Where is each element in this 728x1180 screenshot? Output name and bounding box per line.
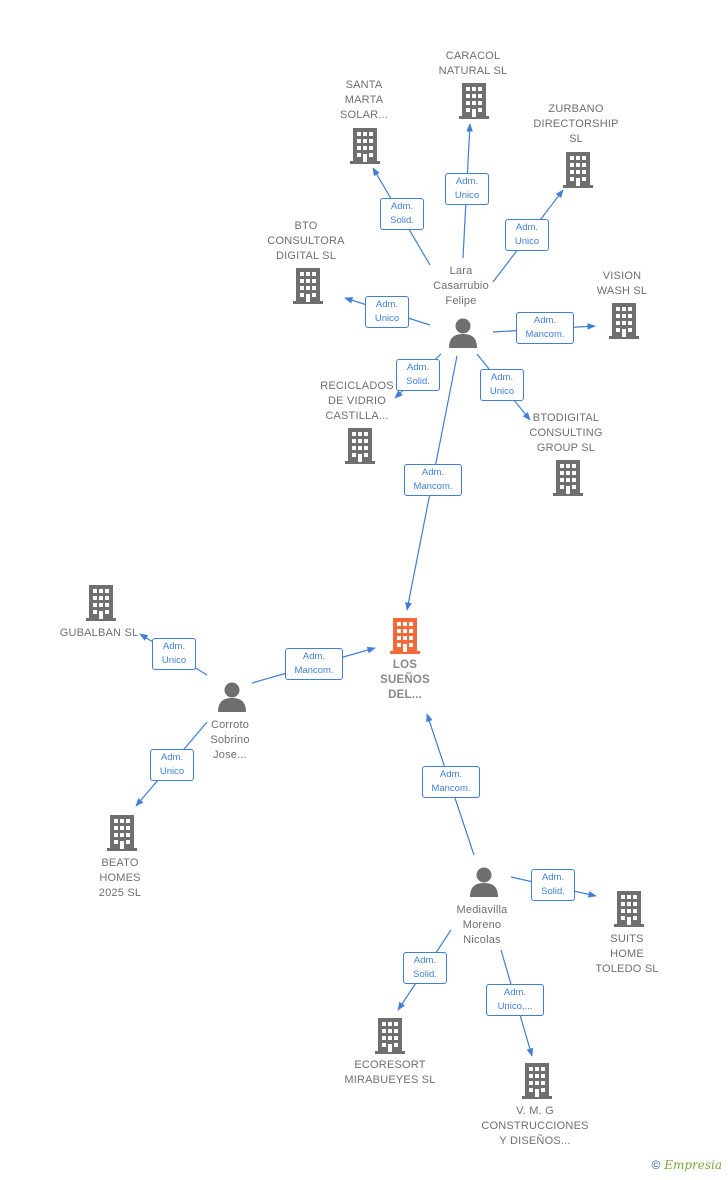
building-icon-caracol[interactable] bbox=[459, 83, 489, 119]
edge-label-lara-santamarta[interactable]: Adm. Solid. bbox=[380, 198, 424, 230]
company-node-main[interactable]: LOS SUEÑOS DEL... bbox=[345, 658, 465, 703]
building-icon-btodigital[interactable] bbox=[553, 460, 583, 496]
node-label[interactable]: ECORESORT MIRABUEYES SL bbox=[344, 1059, 436, 1086]
building-icon-reciclados[interactable] bbox=[345, 428, 375, 464]
person-icon-corroto[interactable] bbox=[218, 682, 246, 713]
company-node-zurbano[interactable]: ZURBANO DIRECTORSHIP SL bbox=[516, 102, 636, 147]
building-icon-bto[interactable] bbox=[293, 268, 323, 304]
node-label[interactable]: BTODIGITAL CONSULTING GROUP SL bbox=[529, 411, 603, 454]
building-icon-ecoresort[interactable] bbox=[375, 1018, 405, 1054]
edge-label-lara-btodigital[interactable]: Adm. Unico bbox=[480, 369, 524, 401]
person-node-corroto[interactable]: Corroto Sobrino Jose... bbox=[170, 718, 290, 763]
node-label[interactable]: GUBALBAN SL bbox=[59, 626, 139, 639]
edge-label-lara-reciclados[interactable]: Adm. Solid. bbox=[396, 359, 440, 391]
empresia-brand: © Empresia bbox=[652, 1158, 722, 1172]
company-node-reciclados[interactable]: RECICLADOS DE VIDRIO CASTILLA... bbox=[297, 379, 417, 424]
company-node-caracol[interactable]: CARACOL NATURAL SL bbox=[413, 49, 533, 79]
company-node-vision[interactable]: VISION WASH SL bbox=[562, 269, 682, 299]
edge-label-corroto-gubalban[interactable]: Adm. Unico bbox=[152, 638, 196, 670]
edge-label-lara-vision[interactable]: Adm. Mancom. bbox=[516, 312, 574, 344]
node-label[interactable]: Mediavilla Moreno Nicolas bbox=[456, 903, 508, 946]
edge-label-mediavilla-suits[interactable]: Adm. Solid. bbox=[531, 869, 575, 901]
node-label[interactable]: CARACOL NATURAL SL bbox=[438, 50, 508, 77]
node-label[interactable]: Corroto Sobrino Jose... bbox=[210, 718, 250, 761]
person-node-lara[interactable]: Lara Casarrubio Felipe bbox=[401, 264, 521, 309]
edge-label-lara-zurbano[interactable]: Adm. Unico bbox=[505, 219, 549, 251]
building-icon-vision[interactable] bbox=[609, 303, 639, 339]
building-icon-beato[interactable] bbox=[107, 815, 137, 851]
company-node-gubalban[interactable]: GUBALBAN SL bbox=[39, 626, 159, 641]
edge-label-mediavilla-main[interactable]: Adm. Mancom. bbox=[422, 766, 480, 798]
company-node-bto[interactable]: BTO CONSULTORA DIGITAL SL bbox=[246, 219, 366, 264]
copyright-icon: © bbox=[651, 1158, 661, 1172]
edge-label-lara-main[interactable]: Adm. Mancom. bbox=[404, 464, 462, 496]
person-icon-mediavilla[interactable] bbox=[470, 867, 498, 898]
node-label[interactable]: LOS SUEÑOS DEL... bbox=[380, 658, 430, 701]
node-label[interactable]: BEATO HOMES 2025 SL bbox=[98, 856, 142, 899]
node-label[interactable]: VISION WASH SL bbox=[596, 270, 648, 297]
building-icon-suits[interactable] bbox=[614, 891, 644, 927]
edge-label-mediavilla-ecoresort[interactable]: Adm. Solid. bbox=[403, 952, 447, 984]
person-node-mediavilla[interactable]: Mediavilla Moreno Nicolas bbox=[422, 903, 542, 948]
node-label[interactable]: RECICLADOS DE VIDRIO CASTILLA... bbox=[320, 379, 394, 422]
empresia-logo: Empresia bbox=[664, 1158, 722, 1172]
node-label[interactable]: SANTA MARTA SOLAR... bbox=[339, 78, 389, 121]
node-label[interactable]: BTO CONSULTORA DIGITAL SL bbox=[267, 219, 345, 262]
building-icon-main[interactable] bbox=[390, 618, 420, 654]
node-label[interactable]: ZURBANO DIRECTORSHIP SL bbox=[533, 102, 619, 145]
edge-label-mediavilla-vmg[interactable]: Adm. Unico,... bbox=[486, 984, 544, 1016]
company-node-vmg[interactable]: V. M. G CONSTRUCCIONES Y DISEÑOS... bbox=[475, 1104, 595, 1149]
node-label[interactable]: Lara Casarrubio Felipe bbox=[433, 264, 489, 307]
edge-label-lara-caracol[interactable]: Adm. Unico bbox=[445, 173, 489, 205]
person-icon-lara[interactable] bbox=[449, 318, 477, 349]
building-icon-zurbano[interactable] bbox=[563, 152, 593, 188]
node-label[interactable]: SUITS HOME TOLEDO SL bbox=[595, 932, 659, 975]
node-label[interactable]: V. M. G CONSTRUCCIONES Y DISEÑOS... bbox=[481, 1104, 589, 1147]
company-node-suits[interactable]: SUITS HOME TOLEDO SL bbox=[567, 932, 687, 977]
company-node-beato[interactable]: BEATO HOMES 2025 SL bbox=[60, 856, 180, 901]
building-icon-vmg[interactable] bbox=[522, 1063, 552, 1099]
building-icon-santamarta[interactable] bbox=[350, 128, 380, 164]
company-node-btodigital[interactable]: BTODIGITAL CONSULTING GROUP SL bbox=[506, 411, 626, 456]
company-node-santamarta[interactable]: SANTA MARTA SOLAR... bbox=[304, 78, 424, 123]
edge-label-lara-bto[interactable]: Adm. Unico bbox=[365, 296, 409, 328]
edge-label-corroto-main[interactable]: Adm. Mancom. bbox=[285, 648, 343, 680]
company-node-ecoresort[interactable]: ECORESORT MIRABUEYES SL bbox=[330, 1058, 450, 1088]
edge-label-corroto-beato[interactable]: Adm. Unico bbox=[150, 749, 194, 781]
building-icon-gubalban[interactable] bbox=[86, 585, 116, 621]
